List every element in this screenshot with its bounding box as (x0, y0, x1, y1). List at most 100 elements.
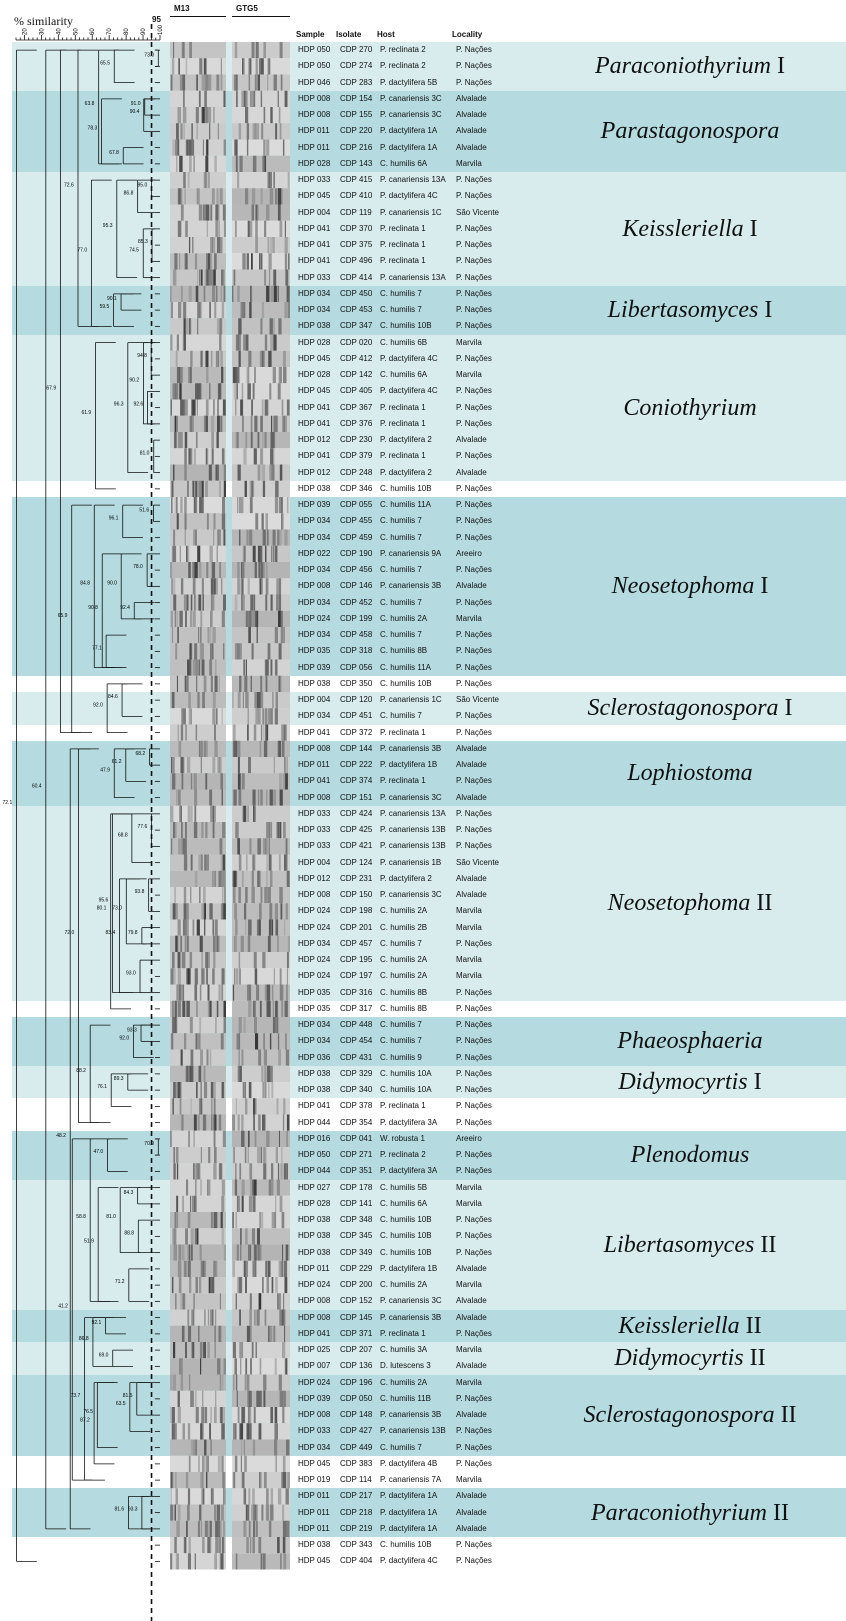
gel-lane-background (170, 91, 226, 107)
gel-band (235, 42, 237, 58)
gel-band (287, 952, 289, 968)
scale-tick-label: 70 (107, 28, 113, 35)
gel-band (195, 806, 197, 822)
sample-cell: HDP 011 (298, 140, 330, 156)
node-similarity-label: 90.4 (130, 109, 140, 115)
gel-band (211, 351, 213, 367)
sample-cell: HDP 004 (298, 205, 330, 221)
gel-band (182, 75, 185, 91)
gel-band (250, 1293, 252, 1309)
gel-band (263, 1033, 265, 1049)
gel-band (178, 107, 182, 123)
locality-cell: P. Nações (456, 1212, 492, 1228)
host-cell: P. reclinata 1 (380, 1326, 426, 1342)
isolate-cell: CDP 372 (340, 725, 372, 741)
locality-cell: P. Nações (456, 497, 492, 513)
gel-band (196, 676, 197, 692)
gel-band (199, 741, 200, 757)
gel-band (175, 1017, 177, 1033)
clade-number: I (777, 53, 785, 79)
node-similarity-label: 60.4 (32, 784, 42, 790)
gel-band (286, 985, 288, 1001)
gel-band (266, 562, 268, 578)
gel-band (234, 75, 237, 91)
gel-band (284, 757, 286, 773)
gel-band (175, 643, 177, 659)
host-cell: C. humilis 6A (380, 1196, 427, 1212)
node-similarity-label: 87.2 (80, 1417, 90, 1423)
gel-band (274, 1326, 275, 1342)
gel-band (201, 757, 202, 773)
gel-band (177, 1163, 178, 1179)
gel-band (185, 676, 189, 692)
sample-cell: HDP 046 (298, 75, 330, 91)
locality-cell: Alvalade (456, 1407, 487, 1423)
locality-cell: Alvalade (456, 1310, 487, 1326)
gel-band (244, 1440, 245, 1456)
locality-cell: P. Nações (456, 1115, 492, 1131)
gel-band (258, 1050, 261, 1066)
gel-band (221, 75, 223, 91)
gel-band (270, 237, 273, 253)
gel-band (275, 546, 277, 562)
gel-band (202, 578, 204, 594)
gel-band (185, 253, 188, 269)
gel-band (183, 1293, 186, 1309)
isolate-cell: CDP 229 (340, 1261, 372, 1277)
clade-name: Neosetophoma (608, 890, 751, 916)
gel-band (189, 1456, 191, 1472)
host-cell: C. humilis 7 (380, 708, 422, 724)
locality-cell: P. Nações (456, 1017, 492, 1033)
gel-band (172, 1472, 174, 1488)
gel-band (211, 1082, 214, 1098)
gel-band (284, 627, 285, 643)
gel-lane-background (232, 172, 290, 188)
node-similarity-label: 77.6 (138, 824, 148, 830)
node-similarity-label: 95.0 (138, 182, 148, 188)
gel-band (246, 855, 247, 871)
host-cell: C. humilis 11A (380, 497, 431, 513)
gel-band (223, 643, 224, 659)
clade-label: Keissleriella I (540, 215, 840, 243)
gel-band (237, 578, 240, 594)
gel-band (214, 741, 217, 757)
gel-lane-background (170, 1440, 226, 1456)
gel-band (283, 1537, 286, 1553)
gel-band (223, 1472, 225, 1488)
gel-band (170, 806, 173, 822)
gel-band (196, 432, 197, 448)
gel-band (179, 806, 181, 822)
locality-cell: Alvalade (456, 1505, 487, 1521)
gel-band (206, 205, 209, 221)
gel-band (276, 1147, 278, 1163)
host-cell: C. humilis 7 (380, 1033, 422, 1049)
clade-number: I (764, 297, 772, 323)
gel-band (204, 920, 205, 936)
gel-band (177, 335, 179, 351)
gel-band (179, 741, 182, 757)
gel-band (275, 903, 278, 919)
gel-lane-background (232, 1180, 290, 1196)
gel-band (253, 91, 255, 107)
gel-band (272, 920, 274, 936)
gel-band (281, 903, 283, 919)
locality-cell: P. Nações (456, 481, 492, 497)
host-cell: P. canariensis 13A (380, 172, 446, 188)
locality-cell: Alvalade (456, 1261, 487, 1277)
clade-name: Sclerostagonospora (583, 1402, 774, 1428)
gel-band (214, 1082, 216, 1098)
gel-lane-background (170, 1196, 226, 1212)
gel-band (233, 985, 234, 1001)
gel-band (199, 660, 201, 676)
gel-band (249, 1082, 252, 1098)
gel-band (252, 1342, 254, 1358)
gel-band (241, 1050, 243, 1066)
gel-band (278, 611, 281, 627)
gel-band (283, 1472, 286, 1488)
locality-cell: Marvila (456, 335, 482, 351)
locality-cell: P. Nações (456, 1066, 492, 1082)
gel-band (253, 123, 254, 139)
gel-band (219, 1537, 222, 1553)
gel-band (264, 221, 266, 237)
gel-band (282, 400, 284, 416)
